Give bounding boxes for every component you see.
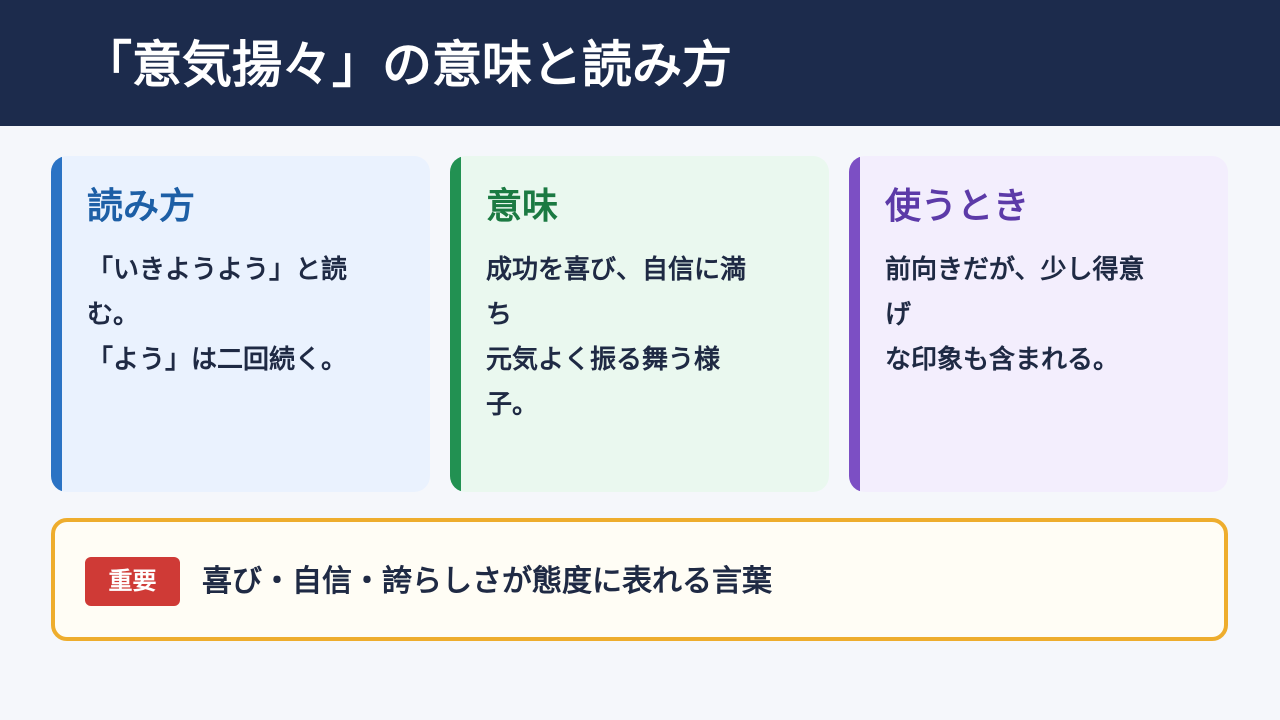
- important-badge: 重要: [85, 557, 180, 606]
- card-line: ち: [486, 300, 513, 330]
- card-accent-bar: [450, 156, 461, 492]
- card-reading: 読み方 「いきようよう」と読 む。 「よう」は二回続く。: [51, 156, 430, 492]
- card-line: む。: [87, 300, 140, 330]
- card-line: 子。: [486, 390, 539, 420]
- card-line: 元気よく振る舞う様: [486, 345, 721, 375]
- card-accent-bar: [51, 156, 62, 492]
- card-line: 「よう」は二回続く。: [87, 345, 348, 375]
- card-body: 前向きだが、少し得意 げ な印象も含まれる。: [885, 248, 1200, 383]
- card-line: 成功を喜び、自信に満: [486, 255, 747, 285]
- card-line: 「いきようよう」と読: [87, 255, 348, 285]
- card-heading: 意味: [486, 186, 559, 227]
- card-line: な印象も含まれる。: [885, 345, 1120, 375]
- card-line: げ: [885, 300, 912, 330]
- important-note: 重要 喜び・自信・誇らしさが態度に表れる言葉: [51, 518, 1228, 641]
- card-body: 「いきようよう」と読 む。 「よう」は二回続く。: [87, 248, 402, 383]
- header-banner: 「意気揚々」の意味と読み方: [0, 0, 1280, 126]
- card-heading: 読み方: [87, 186, 196, 227]
- important-note-text: 喜び・自信・誇らしさが態度に表れる言葉: [202, 564, 772, 599]
- page-title: 「意気揚々」の意味と読み方: [82, 36, 732, 94]
- card-accent-bar: [849, 156, 860, 492]
- card-usage: 使うとき 前向きだが、少し得意 げ な印象も含まれる。: [849, 156, 1228, 492]
- card-heading: 使うとき: [885, 186, 1030, 227]
- card-meaning: 意味 成功を喜び、自信に満 ち 元気よく振る舞う様 子。: [450, 156, 829, 492]
- card-line: 前向きだが、少し得意: [885, 255, 1145, 285]
- card-body: 成功を喜び、自信に満 ち 元気よく振る舞う様 子。: [486, 248, 801, 428]
